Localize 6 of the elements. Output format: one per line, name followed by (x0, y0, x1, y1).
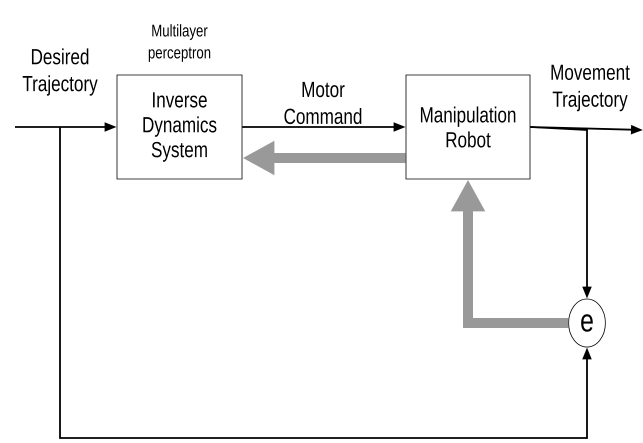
edge-label: Movement Trajectory (552, 64, 630, 112)
process-box: Manipulation Robot (406, 74, 530, 180)
edge-label: Motor Command (284, 82, 362, 124)
node-caption: Multilayer perceptron (148, 24, 210, 62)
edge-label: Desired Trajectory (22, 48, 98, 96)
process-box: Inverse Dynamics System (116, 74, 242, 180)
